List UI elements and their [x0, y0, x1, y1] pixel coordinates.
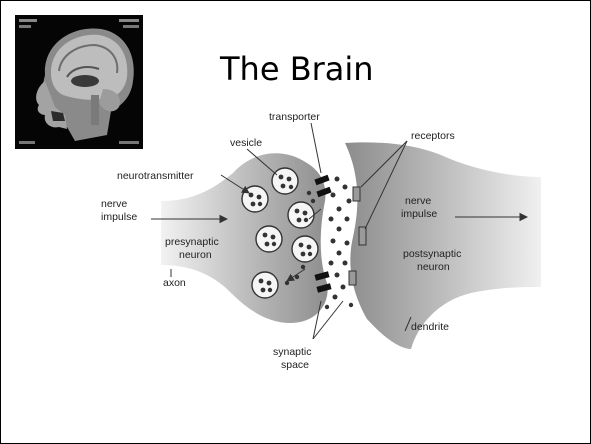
label-presynaptic-neuron-2: neuron	[179, 249, 212, 261]
label-nerve-impulse-right-2: impulse	[401, 208, 437, 220]
label-postsynaptic-neuron-2: neuron	[417, 261, 450, 273]
label-synaptic-space-1: synaptic	[273, 346, 312, 358]
vesicle	[256, 226, 282, 252]
vesicle	[292, 236, 318, 262]
vesicle	[242, 186, 268, 212]
label-nerve-impulse-right-1: nerve	[405, 195, 431, 207]
label-nerve-impulse-left-2: impulse	[101, 211, 137, 223]
label-axon: axon	[163, 277, 186, 289]
vesicle	[288, 202, 314, 228]
label-nerve-impulse-left-1: nerve	[101, 198, 127, 210]
label-synaptic-space-2: space	[281, 359, 309, 371]
vesicle	[252, 272, 278, 298]
label-receptors: receptors	[411, 130, 455, 142]
vesicle	[272, 168, 298, 194]
label-postsynaptic-neuron-1: postsynaptic	[403, 248, 461, 260]
label-vesicle: vesicle	[230, 137, 262, 149]
label-presynaptic-neuron-1: presynaptic	[165, 236, 219, 248]
label-transporter: transporter	[269, 111, 320, 123]
label-dendrite: dendrite	[411, 321, 449, 333]
label-neurotransmitter: neurotransmitter	[117, 170, 194, 182]
